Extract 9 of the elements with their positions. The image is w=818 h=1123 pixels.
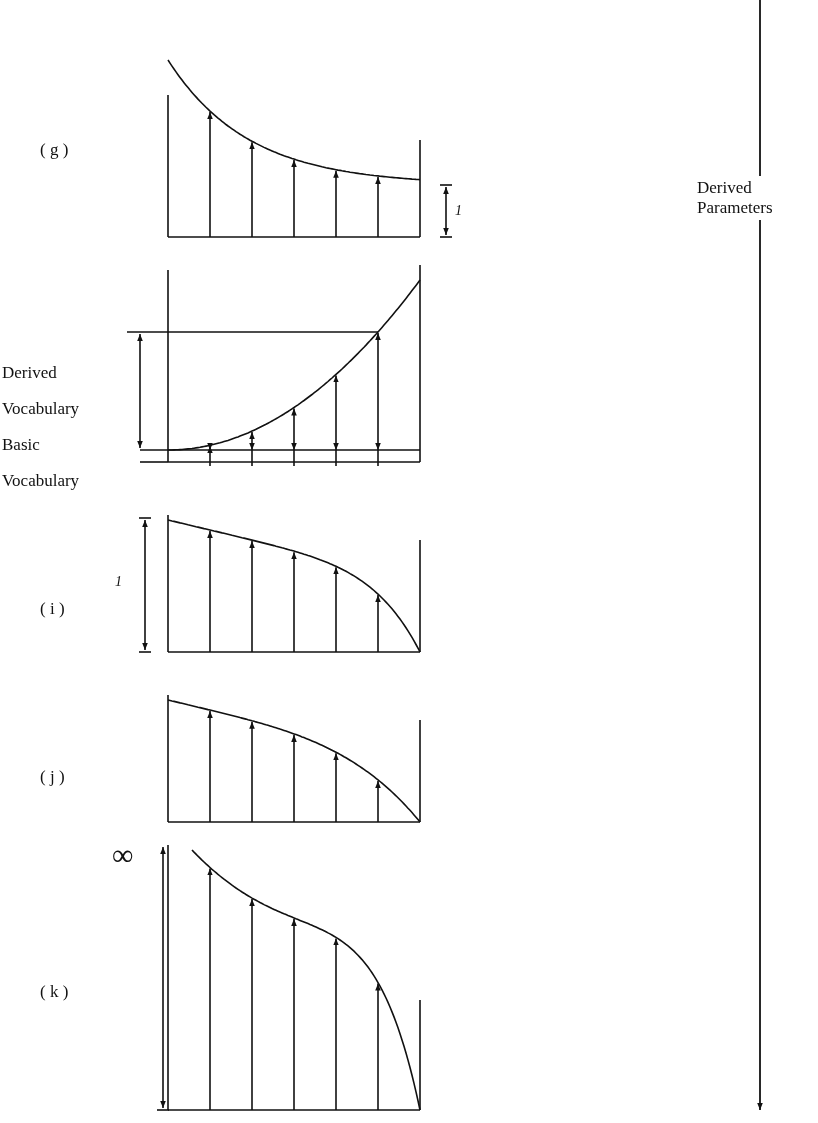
panel-label: ( j )	[40, 766, 65, 788]
dimension-value: 1	[115, 573, 122, 591]
infinity-symbol: ∞	[112, 840, 134, 870]
vocabulary-label: Basic Vocabulary	[2, 434, 81, 492]
panel-label: ( k )	[40, 981, 69, 1003]
panel-label: ( i )	[40, 598, 65, 620]
vocabulary-label: Derived Vocabulary	[2, 362, 81, 420]
panel-label: ( g )	[40, 139, 69, 161]
dimension-value: 1	[455, 202, 462, 220]
